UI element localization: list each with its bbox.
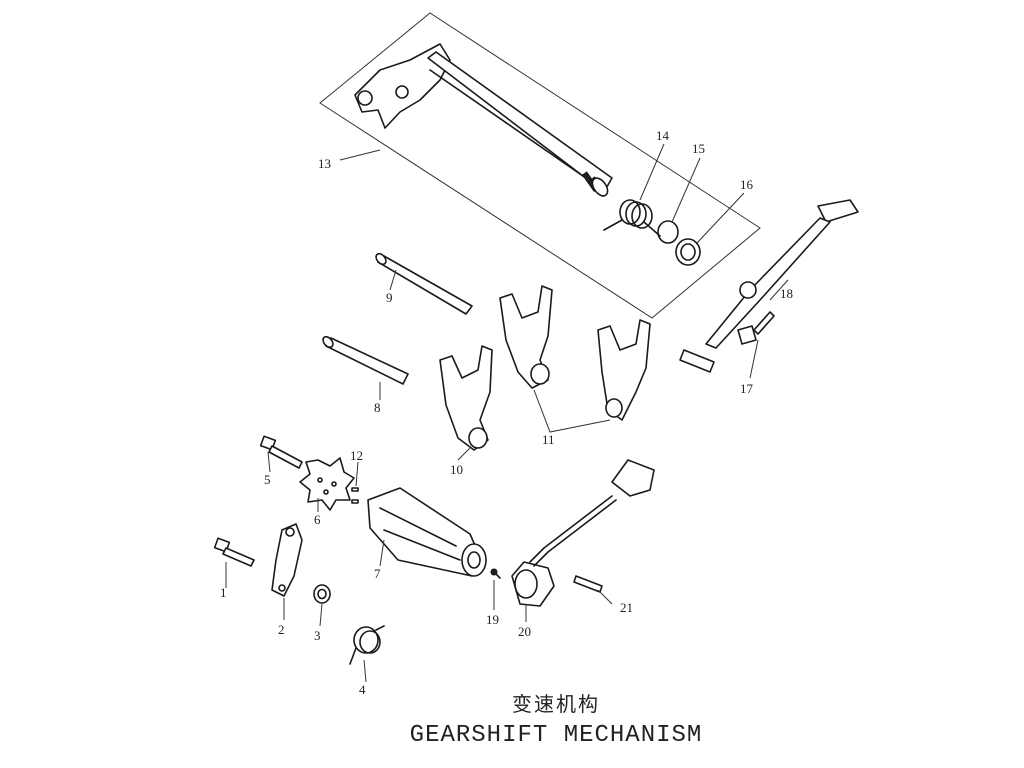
- part-number-9: 9: [386, 290, 393, 305]
- part-number-6: 6: [314, 512, 321, 527]
- part-number-5: 5: [264, 472, 271, 487]
- stopper-spring: [349, 625, 385, 665]
- shift-shaft-frame: [319, 12, 761, 319]
- drum-pins: [351, 487, 359, 504]
- part-number-20: 20: [518, 624, 531, 639]
- part-number-12: 12: [350, 448, 363, 463]
- part-number-19: 19: [486, 612, 499, 627]
- part-number-7: 7: [374, 566, 381, 581]
- part-number-14: 14: [656, 128, 670, 143]
- washer-16: [675, 238, 701, 266]
- shift-shaft: [354, 43, 613, 198]
- bolt-1: [213, 537, 255, 567]
- part-number-11: 11: [542, 432, 555, 447]
- part-number-4: 4: [359, 682, 366, 697]
- part-number-16: 16: [740, 177, 754, 192]
- circlip: [657, 220, 679, 244]
- part-number-15: 15: [692, 141, 705, 156]
- bolt-5: [259, 435, 303, 469]
- stopper-arm: [271, 523, 303, 597]
- drum-star-plate: [299, 457, 355, 511]
- bolt-21: [573, 575, 603, 593]
- neutral-switch: [511, 459, 655, 607]
- pedal-bolt: [737, 311, 775, 345]
- fork-shaft-8: [322, 335, 409, 385]
- fork-shaft-9: [375, 252, 473, 315]
- part-number-18: 18: [780, 286, 793, 301]
- diagram-title-english: GEARSHIFT MECHANISM: [409, 722, 703, 749]
- shift-fork-11a: [499, 285, 553, 389]
- part-number-13: 13: [318, 156, 331, 171]
- shift-pedal: [679, 199, 859, 373]
- washer-3: [313, 584, 331, 604]
- shift-drum: [367, 487, 487, 577]
- part-number-1: 1: [220, 585, 227, 600]
- shift-fork-11b: [597, 319, 651, 421]
- part-number-21: 21: [620, 600, 633, 615]
- part-number-3: 3: [314, 628, 321, 643]
- shaft-return-spring: [603, 199, 661, 237]
- part-number-2: 2: [278, 622, 285, 637]
- shift-fork-10: [439, 345, 493, 451]
- part-number-17: 17: [740, 381, 754, 396]
- diagram-title-chinese: 变速机构: [512, 692, 600, 716]
- part-number-10: 10: [450, 462, 463, 477]
- leader-lines: [225, 143, 789, 683]
- part-number-8: 8: [374, 400, 381, 415]
- screw-19: [490, 568, 501, 579]
